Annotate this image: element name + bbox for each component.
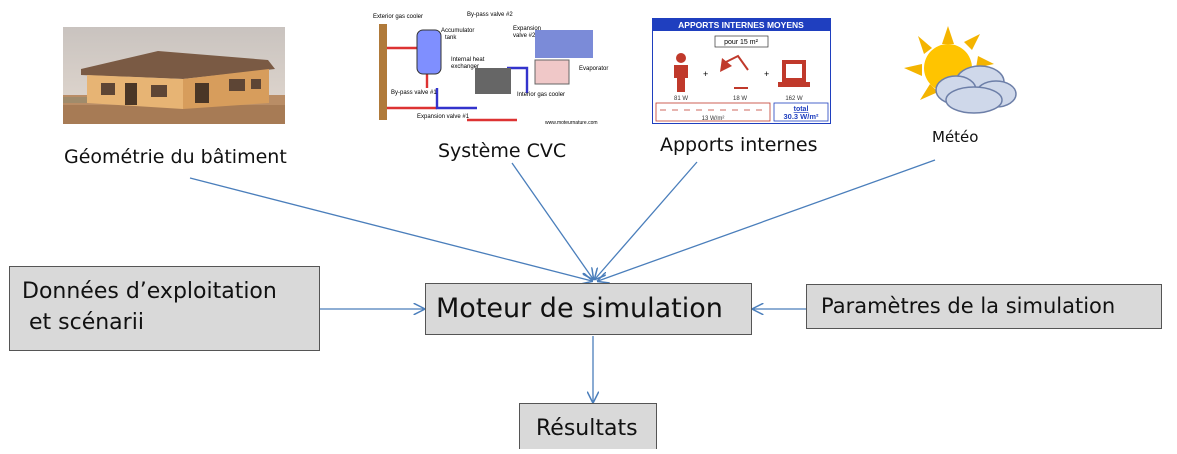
operation-data-line2: et scénarii <box>22 310 144 335</box>
hvac-label-interior-gas-cooler: Interior gas cooler <box>517 92 565 98</box>
hvac-label-website: www.moteurnature.com <box>545 120 598 126</box>
gains-title: APPORTS INTERNES MOYENS <box>678 20 804 30</box>
arrow-geometry-to-engine <box>189 177 592 281</box>
lamp-icon <box>720 54 749 89</box>
hvac-label-exterior-gas-cooler: Exterior gas cooler <box>373 14 423 20</box>
hvac-label-bypass-valve-2: By-pass valve #2 <box>467 12 513 18</box>
hvac-label-bypass-valve-1: By-pass valve #1 <box>391 90 437 96</box>
internal-gains-label: Apports internes <box>660 134 818 156</box>
results-box: Résultats <box>519 403 657 449</box>
gains-computer-watts: 162 W <box>785 96 803 102</box>
gains-density: 13 W/m² <box>702 116 725 122</box>
hvac-label-expansion-valve-1: Expansion valve #1 <box>417 114 470 120</box>
computer-icon <box>778 60 810 87</box>
internal-gains-infographic: APPORTS INTERNES MOYENS pour 15 m² + + 8… <box>652 18 831 124</box>
hvac-schematic: Exterior gas cooler By-pass valve #2 Acc… <box>367 8 622 126</box>
simulation-engine-label: Moteur de simulation <box>436 293 723 324</box>
gains-total-value: 30.3 W/m² <box>783 112 819 121</box>
operation-data-line1: Données d’exploitation <box>22 279 277 304</box>
gains-person-watts: 81 W <box>674 96 688 102</box>
person-icon <box>674 53 688 92</box>
results-label: Résultats <box>536 416 638 441</box>
hvac-label-evaporator: Evaporator <box>579 66 608 72</box>
gains-per-area: pour 15 m² <box>724 39 759 46</box>
arrow-weather-to-engine <box>598 159 936 281</box>
gains-total-label: total <box>794 106 809 113</box>
hvac-label-expansion: Expansion <box>513 26 541 32</box>
simulation-parameters-label: Paramètres de la simulation <box>821 294 1116 318</box>
simulation-parameters-box: Paramètres de la simulation <box>806 284 1162 329</box>
hvac-label-exchanger: exchanger <box>451 64 479 70</box>
plus-sign-1: + <box>703 69 708 79</box>
hvac-label-internal-heat: Internal heat <box>451 57 485 63</box>
hvac-label-valve-2: valve #2 <box>513 33 536 39</box>
arrow-hvac-to-engine <box>511 162 593 279</box>
operation-data-box: Données d’exploitation et scénarii <box>9 266 320 351</box>
gains-lamp-watts: 18 W <box>733 96 747 102</box>
hvac-label: Système CVC <box>438 140 567 162</box>
hvac-label-tank: tank <box>445 35 457 41</box>
geometry-label: Géométrie du bâtiment <box>64 146 287 168</box>
weather-label: Météo <box>932 128 979 146</box>
building-photo <box>63 27 285 124</box>
arrow-gains-to-engine <box>595 161 698 279</box>
sun-cloud-icon <box>904 26 1017 114</box>
simulation-engine-box: Moteur de simulation <box>425 283 752 335</box>
plus-sign-2: + <box>764 69 769 79</box>
hvac-label-accumulator: Accumulator <box>441 28 474 34</box>
